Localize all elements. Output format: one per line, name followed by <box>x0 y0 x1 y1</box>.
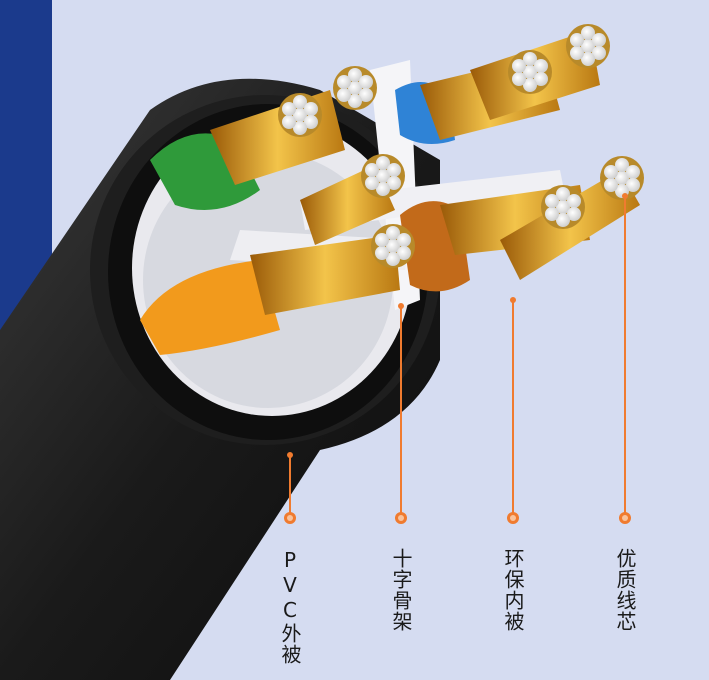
callout-inner-jacket <box>507 297 519 524</box>
orange-wire <box>140 235 400 355</box>
callout-conductor <box>619 193 631 524</box>
label-conductor: 优质线芯 <box>613 548 637 632</box>
strand-bundle <box>508 50 552 94</box>
callouts <box>284 193 631 524</box>
strand-bundle <box>566 24 610 68</box>
conductor-strand-ends <box>278 24 644 268</box>
label-cross-filler: 十字骨架 <box>389 548 413 632</box>
strand-bundle <box>600 156 644 200</box>
label-inner-jacket: 环保内被 <box>501 548 525 632</box>
callout-pvc-outer-sheath <box>284 452 296 524</box>
strand-bundle <box>541 185 585 229</box>
strand-bundle <box>278 93 322 137</box>
strand-bundle <box>371 224 415 268</box>
label-pvc-outer-sheath: PVC外被 <box>278 548 302 665</box>
strand-bundle <box>361 154 405 198</box>
callout-cross-filler <box>395 303 407 524</box>
strand-bundle <box>333 66 377 110</box>
